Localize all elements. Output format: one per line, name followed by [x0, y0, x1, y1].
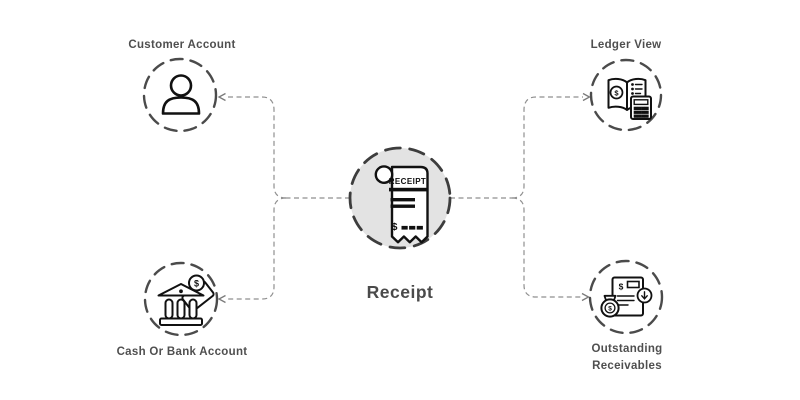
node-label-ledger-view: Ledger View — [590, 39, 662, 51]
receipt-header-text: RECEIPT — [389, 177, 426, 186]
connector-to-ledger-view — [511, 96, 583, 199]
person-icon — [161, 74, 201, 115]
money-bag-icon — [600, 298, 620, 318]
receipt-dollar-glyph: $ — [392, 221, 398, 233]
bag-dollar-glyph: $ — [608, 306, 612, 313]
connector-to-customer-account — [226, 96, 287, 199]
receipt-curl — [374, 165, 394, 185]
invoice-dollar-glyph: $ — [619, 282, 624, 292]
arrowhead-outstanding-receivables — [581, 292, 590, 302]
receipt-lines — [389, 187, 427, 230]
receipt-icon: RECEIPT $ — [374, 165, 429, 244]
down-arrow-icon — [641, 291, 648, 300]
book-dollar-coin — [609, 85, 624, 100]
node-label-outstanding-receivables: Outstanding Receivables — [591, 343, 663, 372]
book-dollar-glyph: $ — [614, 88, 619, 97]
bank-coin-dollar-glyph: $ — [194, 278, 199, 288]
calculator-keys — [633, 106, 649, 118]
arrowhead-customer-account — [217, 92, 226, 102]
connector-to-outstanding-receivables — [511, 197, 582, 298]
node-label-cash-or-bank-account: Cash Or Bank Account — [116, 346, 248, 358]
bank-icon: $ — [157, 274, 215, 326]
connector-to-cash-account — [226, 197, 287, 300]
ledger-book-calculator-icon: $ — [607, 77, 652, 120]
arrowhead-ledger-view — [582, 92, 591, 102]
invoice-money-bag-icon: $ $ — [600, 276, 653, 318]
node-label-customer-account: Customer Account — [128, 39, 236, 51]
connectors — [217, 92, 591, 304]
center-label-receipt: Receipt — [366, 282, 434, 302]
dollar-coin-icon — [188, 274, 205, 292]
arrowhead-cash-account — [217, 294, 226, 304]
